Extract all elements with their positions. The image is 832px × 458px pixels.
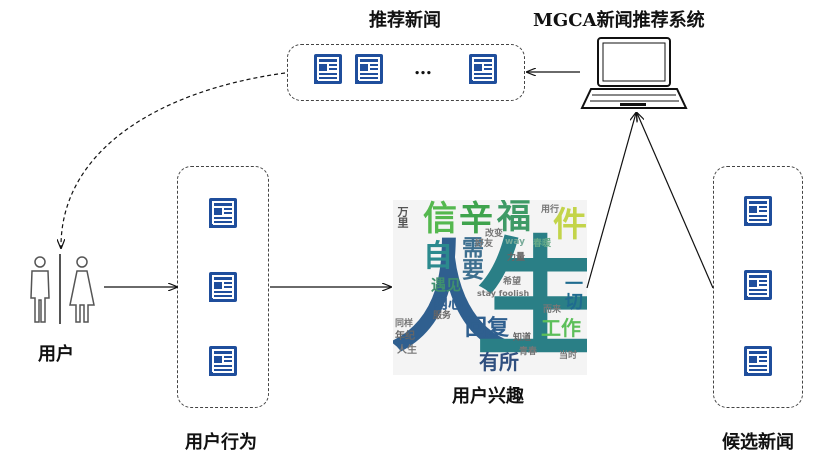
user-icon (30, 254, 95, 324)
wordcloud-word: 知道 (513, 333, 532, 343)
wordcloud-word: way (505, 237, 525, 247)
candidate-news-label: 候选新闻 (722, 432, 794, 453)
wordcloud-word: 自 (423, 239, 453, 274)
wordcloud-word: 当时 (559, 351, 578, 361)
wordcloud-word: 用行 (541, 205, 560, 215)
wordcloud-word: 内心 (433, 294, 464, 312)
arrow-candidate-to-system (637, 113, 714, 289)
ellipsis: … (414, 58, 432, 79)
laptop-icon (580, 37, 688, 109)
candidate-news-box (713, 166, 803, 408)
wordcloud-word: 件 (553, 205, 587, 245)
user-interest-label: 用户兴趣 (452, 386, 524, 407)
wordcloud-word: stay foolish (477, 289, 530, 298)
wordcloud-word: 万里 (396, 206, 409, 228)
wordcloud-word: 春暖 (533, 239, 552, 249)
user-behavior-label: 用户行为 (185, 432, 257, 453)
wordcloud-word: 年纪 (395, 331, 415, 342)
wordcloud-word: 同样 (395, 319, 414, 329)
arrow-interest-to-system (586, 113, 636, 289)
wordcloud-word: 辛 (459, 200, 493, 239)
arrow-recommended-to-user (61, 72, 286, 248)
user-label: 用户 (38, 344, 74, 365)
wordcloud-word: 人生 (397, 345, 417, 356)
wordcloud-word: 生 (475, 223, 587, 375)
system-label: MGCA新闻推荐系统 (533, 10, 705, 31)
wordcloud-word: 有所 (479, 350, 519, 374)
wordcloud-word: 力量 (507, 253, 526, 263)
recommended-news-box (287, 44, 525, 101)
wordcloud-word: 改变 (485, 229, 504, 239)
wordcloud-word: 好友 (475, 239, 494, 249)
user-interest-wordcloud: 人 生 信 辛 福 件 自 需要 回复 工作 有所 一切 内心 遇见 万里 好友… (393, 200, 587, 375)
wordcloud-word: 回复 (465, 316, 510, 341)
wordcloud-word: 需要 (458, 236, 483, 280)
recommended-news-label: 推荐新闻 (369, 10, 441, 31)
wordcloud-word: 而来 (543, 305, 562, 315)
wordcloud-word: 服务 (433, 311, 452, 321)
wordcloud-word: 一切 (562, 274, 583, 310)
wordcloud-word: 信 (423, 200, 457, 239)
wordcloud-word: 遇见 (431, 276, 462, 294)
wordcloud-word: 希望 (503, 277, 522, 287)
wordcloud-word: 青春 (519, 347, 538, 357)
wordcloud-word: 人 (393, 230, 509, 369)
wordcloud-word: 工作 (541, 316, 581, 340)
wordcloud-word: 福 (497, 200, 531, 237)
